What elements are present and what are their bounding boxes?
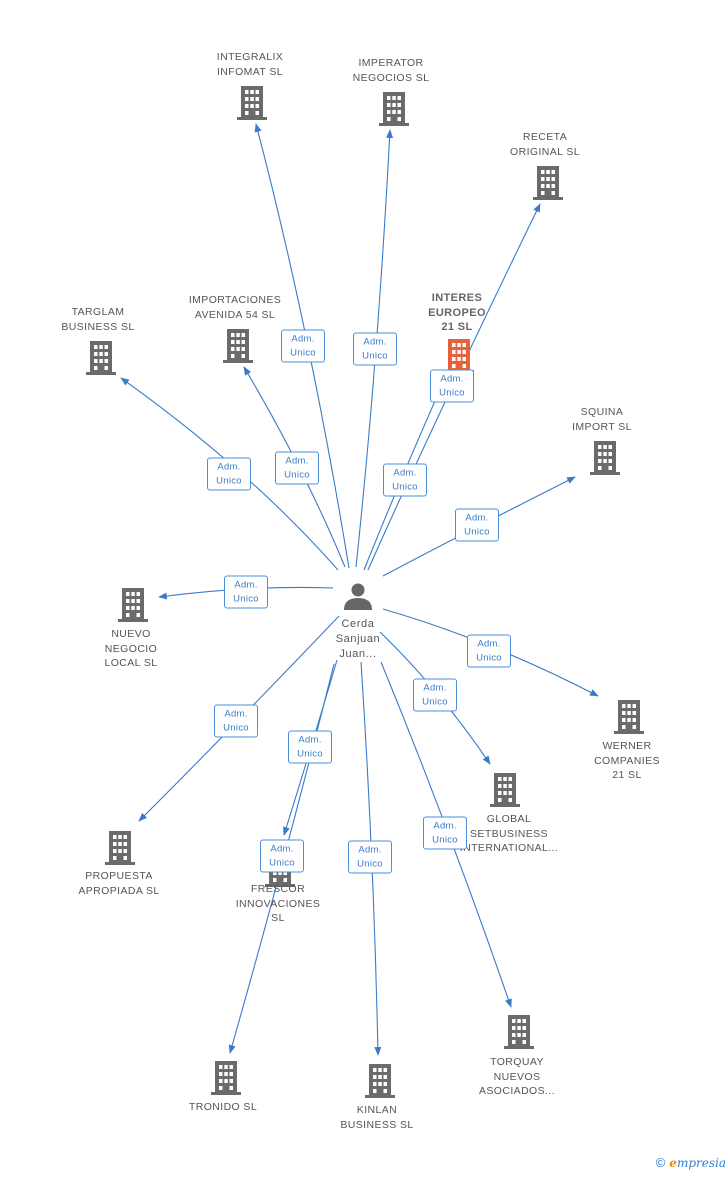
relation-badge-squina[interactable]: Adm. Unico bbox=[455, 508, 499, 542]
company-label-torquay[interactable]: TORQUAY NUEVOS ASOCIADOS... bbox=[479, 1056, 555, 1097]
company-label-receta[interactable]: RECETA ORIGINAL SL bbox=[510, 131, 580, 158]
company-label-interes[interactable]: INTERES EUROPEO 21 SL bbox=[428, 292, 486, 333]
company-label-importaciones[interactable]: IMPORTACIONES AVENIDA 54 SL bbox=[188, 294, 282, 321]
icons-layer bbox=[86, 86, 644, 1098]
brand-initial: e bbox=[669, 1156, 677, 1170]
relation-badge-receta[interactable]: Adm. Unico bbox=[383, 463, 427, 497]
company-label-nuevo[interactable]: NUEVO NEGOCIO LOCAL SL bbox=[104, 628, 158, 669]
building-icon-torquay[interactable] bbox=[504, 1015, 534, 1049]
relation-badge-nuevo[interactable]: Adm. Unico bbox=[224, 575, 268, 609]
building-icon-squina[interactable] bbox=[590, 441, 620, 475]
company-label-targlam[interactable]: TARGLAM BUSINESS SL bbox=[61, 306, 135, 333]
company-label-integralix[interactable]: INTEGRALIX INFOMAT SL bbox=[216, 51, 284, 78]
company-label-frescor[interactable]: FRESCOR INNOVACIONES SL bbox=[235, 883, 321, 924]
relation-badge-frescor[interactable]: Adm. Unico bbox=[288, 730, 332, 764]
person-label[interactable]: Cerda Sanjuan Juan... bbox=[335, 618, 381, 660]
building-icon-interes[interactable] bbox=[444, 339, 474, 373]
building-icon-targlam[interactable] bbox=[86, 341, 116, 375]
relation-badge-interes[interactable]: Adm. Unico bbox=[430, 369, 474, 403]
brand-name: mpresia bbox=[676, 1156, 726, 1170]
company-label-werner[interactable]: WERNER COMPANIES 21 SL bbox=[594, 740, 660, 781]
building-icon-nuevo[interactable] bbox=[118, 588, 148, 622]
company-label-global[interactable]: GLOBAL SETBUSINESS INTERNATIONAL... bbox=[459, 813, 559, 854]
building-icon-integralix[interactable] bbox=[237, 86, 267, 120]
relation-badge-werner[interactable]: Adm. Unico bbox=[467, 634, 511, 668]
building-icon-kinlan[interactable] bbox=[365, 1064, 395, 1098]
building-icon-global[interactable] bbox=[490, 773, 520, 807]
building-icon-werner[interactable] bbox=[614, 700, 644, 734]
building-icon-tronido[interactable] bbox=[211, 1061, 241, 1095]
footer-brand[interactable]: ©empresia bbox=[656, 1155, 726, 1170]
company-label-imperator[interactable]: IMPERATOR NEGOCIOS SL bbox=[352, 57, 430, 84]
building-icon-receta[interactable] bbox=[533, 166, 563, 200]
relation-badge-torquay[interactable]: Adm. Unico bbox=[423, 816, 467, 850]
person-icon[interactable] bbox=[344, 583, 372, 611]
copyright-symbol: © bbox=[655, 1155, 666, 1170]
relation-badge-imperator[interactable]: Adm. Unico bbox=[353, 332, 397, 366]
company-label-propuesta[interactable]: PROPUESTA APROPIADA SL bbox=[78, 870, 160, 897]
relation-badge-tronido[interactable]: Adm. Unico bbox=[260, 839, 304, 873]
relation-badge-integralix[interactable]: Adm. Unico bbox=[281, 329, 325, 363]
edge-receta bbox=[367, 203, 541, 571]
building-icon-propuesta[interactable] bbox=[105, 831, 135, 865]
building-icon-importaciones[interactable] bbox=[223, 329, 253, 363]
relation-badge-global[interactable]: Adm. Unico bbox=[413, 678, 457, 712]
relation-badge-targlam[interactable]: Adm. Unico bbox=[207, 457, 251, 491]
company-label-squina[interactable]: SQUINA IMPORT SL bbox=[572, 406, 632, 433]
relation-badge-importaciones[interactable]: Adm. Unico bbox=[275, 451, 319, 485]
relation-badge-kinlan[interactable]: Adm. Unico bbox=[348, 840, 392, 874]
company-label-kinlan[interactable]: KINLAN BUSINESS SL bbox=[340, 1104, 414, 1131]
relation-badge-propuesta[interactable]: Adm. Unico bbox=[214, 704, 258, 738]
company-label-tronido[interactable]: TRONIDO SL bbox=[188, 1101, 258, 1113]
building-icon-imperator[interactable] bbox=[379, 92, 409, 126]
